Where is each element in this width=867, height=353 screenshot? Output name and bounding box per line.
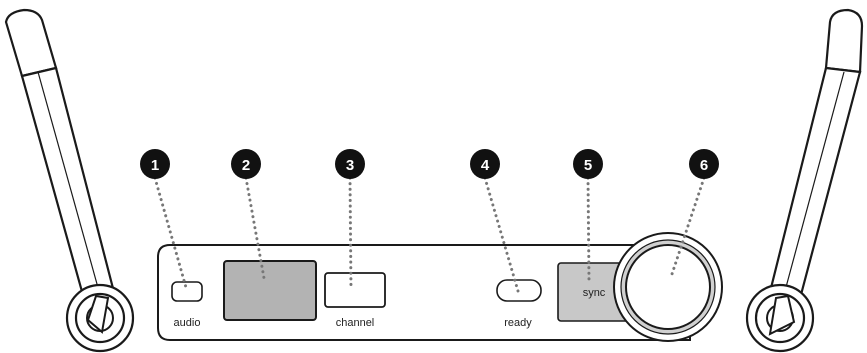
callout-4: 4	[470, 149, 500, 179]
sync-label: sync	[583, 287, 606, 299]
callout-2-number: 2	[242, 157, 250, 174]
callout-2: 2	[231, 149, 261, 179]
callout-6: 6	[689, 149, 719, 179]
callout-6-number: 6	[700, 157, 708, 174]
channel-label: channel	[336, 317, 375, 329]
callout-3-number: 3	[346, 157, 354, 174]
callout-3: 3	[335, 149, 365, 179]
channel-button[interactable]	[324, 272, 386, 308]
audio-label: audio	[174, 317, 201, 329]
audio-indicator	[171, 281, 203, 302]
callout-1: 1	[140, 149, 170, 179]
leader-line-5	[586, 176, 591, 282]
leader-line-6	[669, 176, 706, 279]
callout-1-number: 1	[151, 157, 159, 174]
callout-4-number: 4	[481, 157, 490, 174]
lcd-display	[223, 260, 317, 321]
callout-5-number: 5	[584, 157, 592, 174]
power-volume-knob[interactable]	[613, 232, 723, 342]
ready-label: ready	[504, 317, 532, 329]
left-antenna	[4, 8, 135, 353]
right-antenna	[745, 8, 864, 353]
leader-line-3	[348, 176, 353, 291]
leader-line-2	[244, 176, 266, 280]
callout-5: 5	[573, 149, 603, 179]
